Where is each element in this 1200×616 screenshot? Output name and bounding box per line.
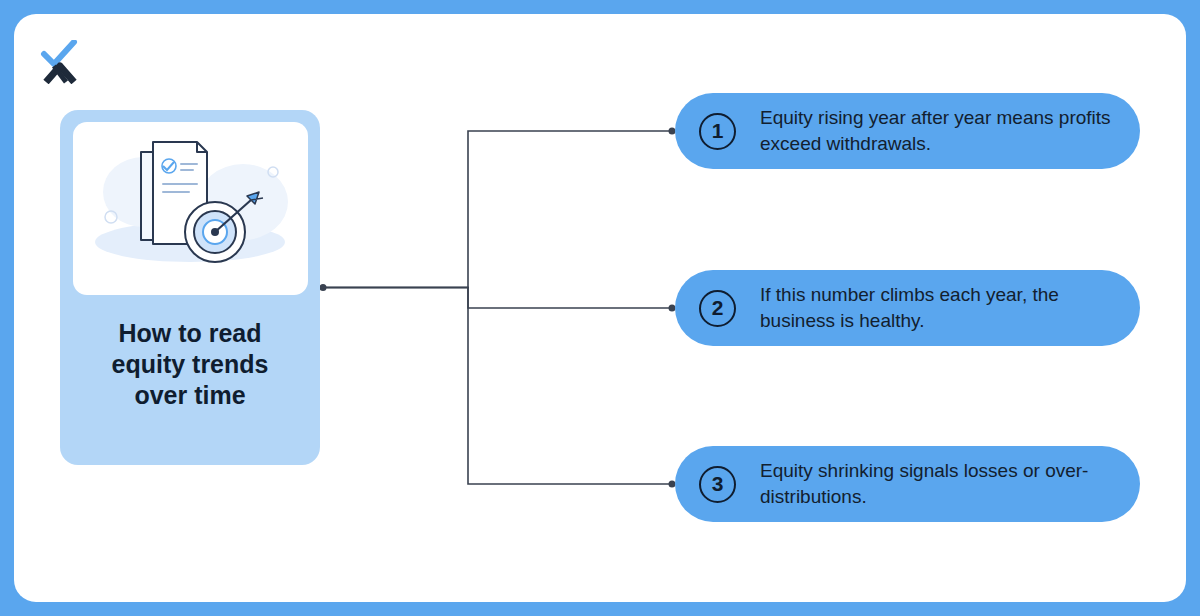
report-target-illustration [73,122,308,295]
connector-line [320,131,675,288]
callout-number: 3 [699,466,736,503]
point-text: Equity rising year after year means prof… [760,105,1116,157]
point-text: If this number climbs each year, the bus… [760,282,1116,334]
point-pill: 1 Equity rising year after year means pro… [675,93,1140,169]
connector-line [320,288,675,309]
callout-number: 2 [699,290,736,327]
connector-line [320,288,675,485]
callout-number: 1 [699,113,736,150]
card-title: How to read equity trends over time [85,318,295,411]
point-pill: 2 If this number climbs each year, the bu… [675,270,1140,346]
topic-card: How to read equity trends over time [60,110,320,465]
point-text: Equity shrinking signals losses or over-… [760,458,1116,510]
point-pill: 3 Equity shrinking signals losses or over… [675,446,1140,522]
brand-logo [40,40,80,84]
